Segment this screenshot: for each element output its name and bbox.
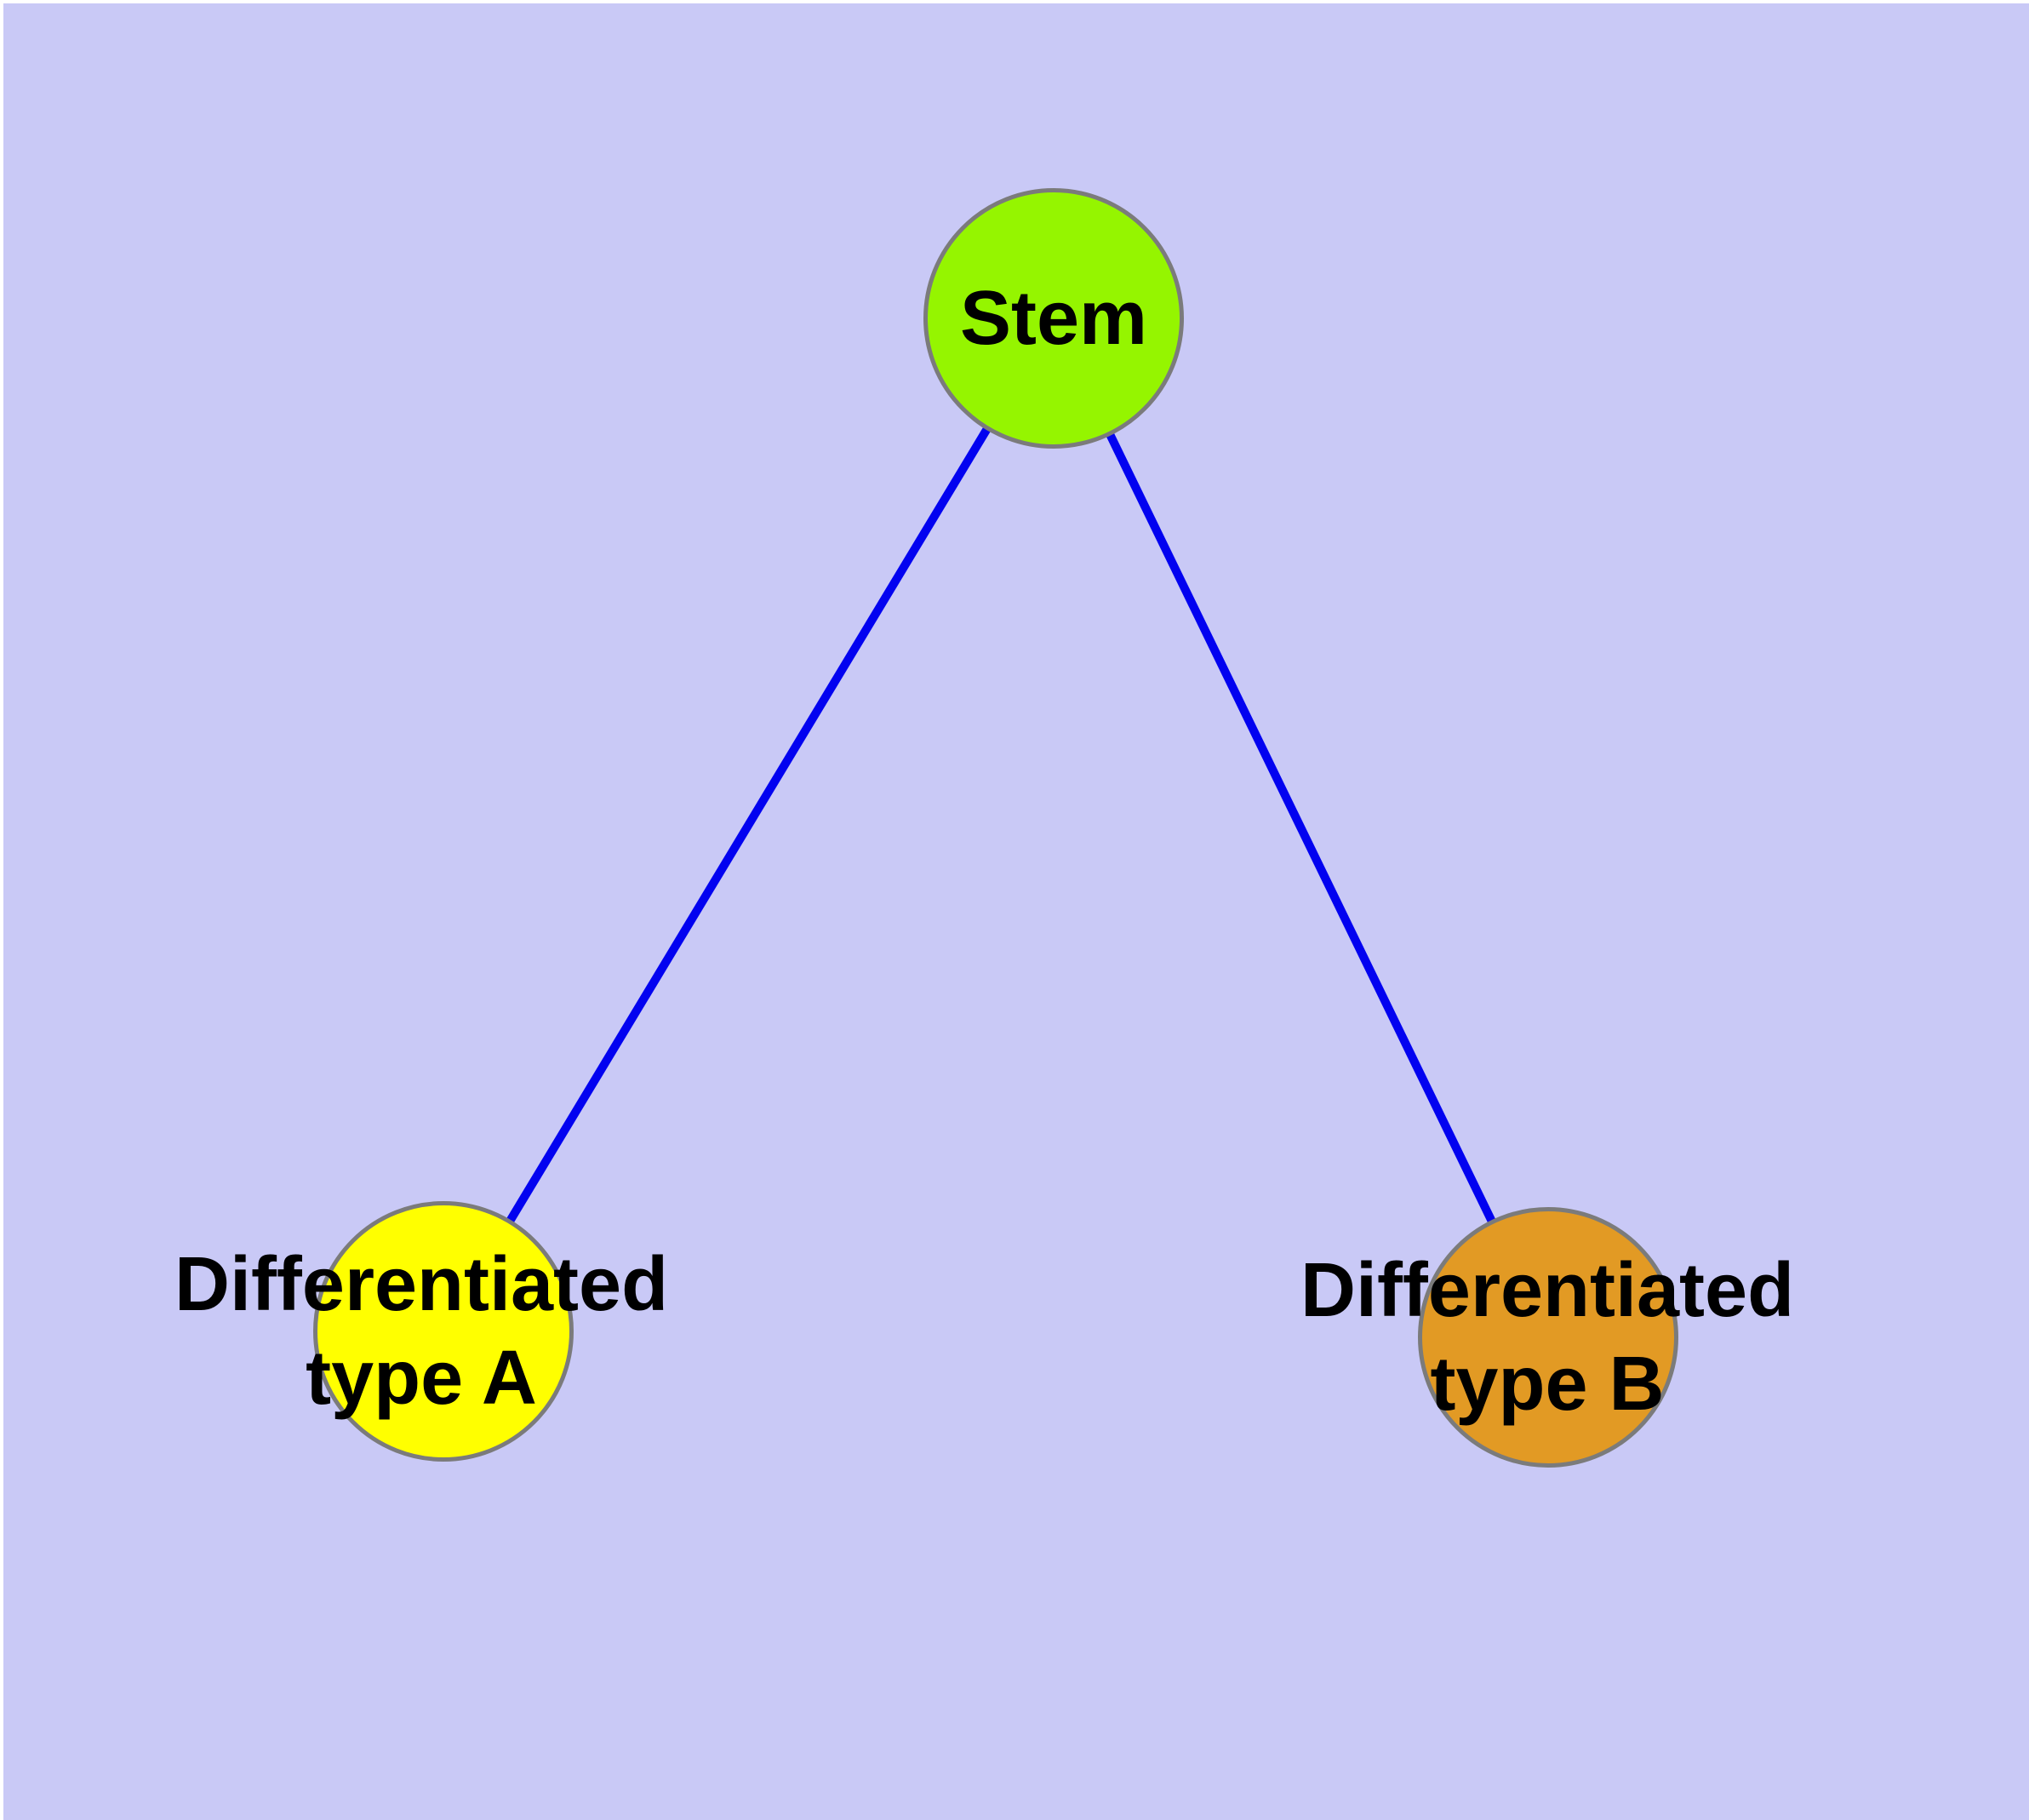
node-differentiated-type-b bbox=[1418, 1207, 1678, 1468]
node-label-text: type A bbox=[306, 1336, 537, 1421]
node-label-text: Differentiated bbox=[1300, 1248, 1795, 1333]
node-label-text: Differentiated bbox=[174, 1242, 669, 1327]
edge-stem-differentiated-type-a bbox=[439, 316, 1058, 1334]
node-label-stem: Stem bbox=[960, 272, 1147, 365]
node-differentiated-type-a bbox=[313, 1201, 574, 1462]
node-stem bbox=[923, 188, 1184, 449]
node-label-differentiated-type-b: Differentiated type B bbox=[1300, 1244, 1794, 1431]
canvas-top-margin bbox=[0, 0, 2029, 3]
canvas-left-margin bbox=[0, 0, 3, 1820]
node-label-text: type B bbox=[1430, 1342, 1665, 1427]
node-label-differentiated-type-a: Differentiated type A bbox=[174, 1238, 668, 1425]
node-label-text: Stem bbox=[959, 276, 1148, 361]
edge-stem-differentiated-type-b bbox=[1049, 316, 1552, 1340]
